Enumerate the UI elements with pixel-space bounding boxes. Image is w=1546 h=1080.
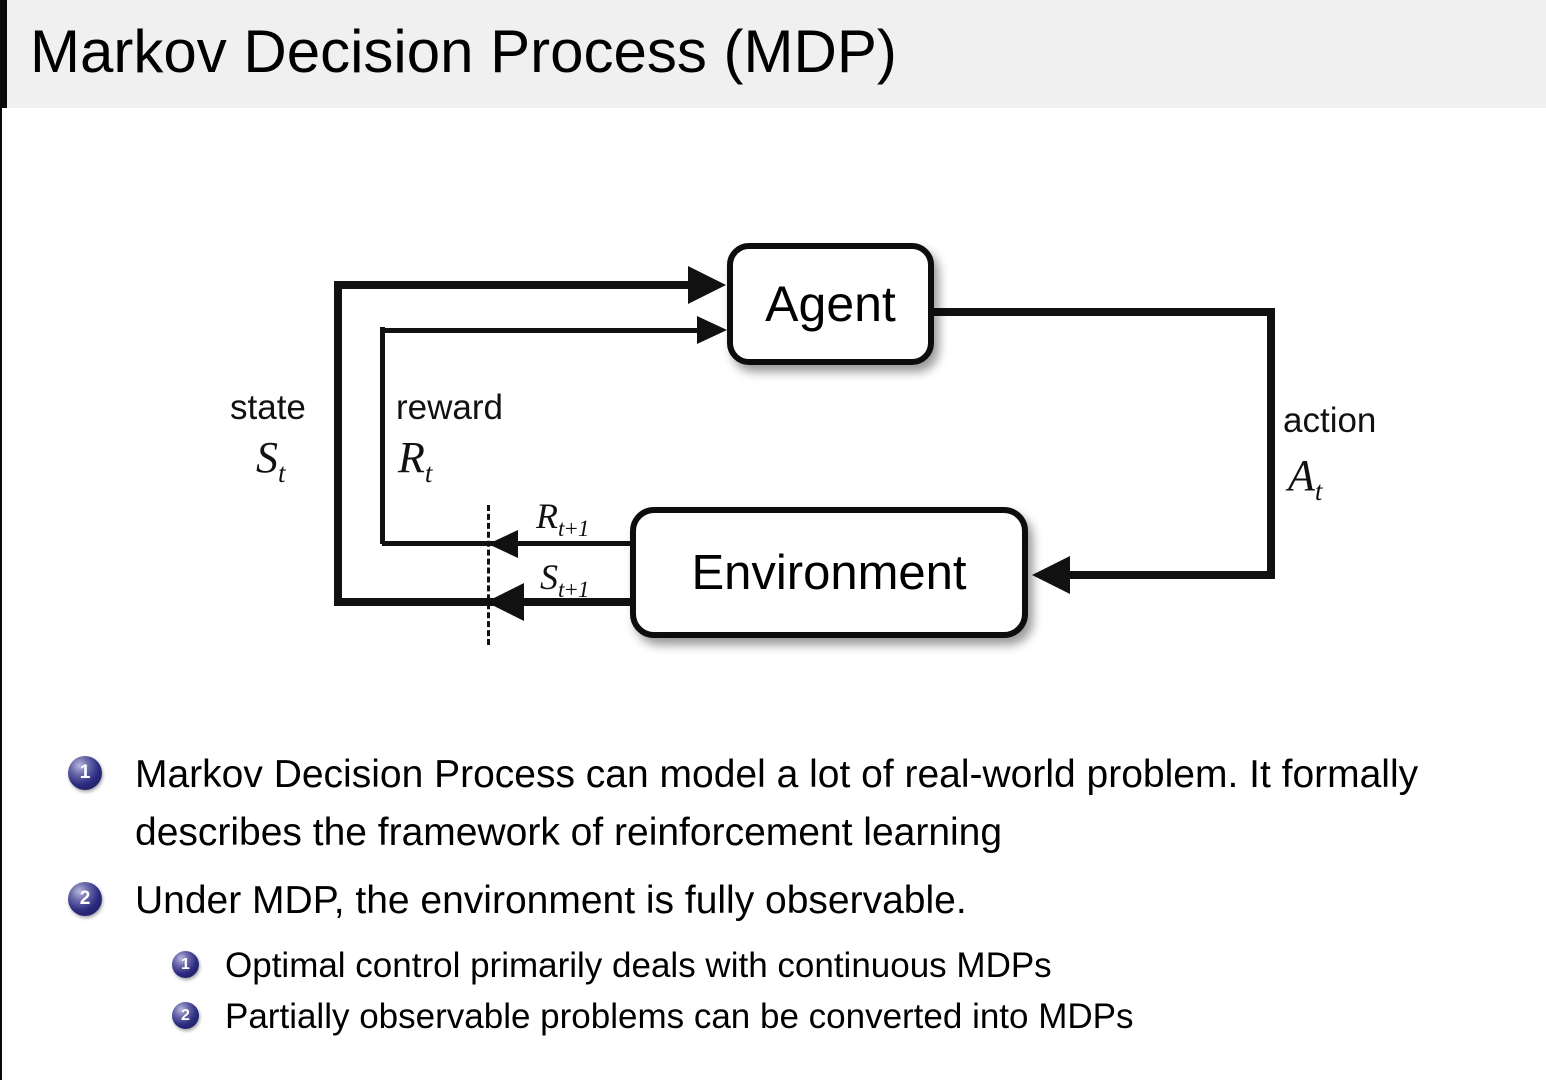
sub-bullet-text: Partially observable problems can be con… (225, 997, 1134, 1036)
state-word-label: state (230, 388, 306, 427)
state-line-top (334, 281, 690, 289)
header-left-edge-bar (0, 0, 7, 108)
reward-word-label: reward (396, 388, 503, 427)
bullet-text: Under MDP, the environment is fully obse… (135, 879, 967, 922)
sub-list-item: 2 Partially observable problems can be c… (172, 992, 1512, 1042)
next-reward-arrowhead (488, 530, 518, 558)
reward-line-vertical (380, 327, 385, 544)
enumerate-ball-1: 1 (68, 756, 102, 790)
sub-bullet-text: Optimal control primarily deals with con… (225, 946, 1052, 985)
reward-line-top (380, 328, 698, 333)
state-symbol-label: St (256, 433, 285, 488)
sub-enumerate-ball-2: 2 (172, 1002, 199, 1029)
sub-enumerate-ball-1: 1 (172, 951, 199, 978)
environment-box: Environment (630, 507, 1028, 638)
list-item: 1 Markov Decision Process can model a lo… (68, 746, 1530, 862)
timestep-dashed-line (487, 505, 490, 645)
state-to-agent-arrowhead (688, 266, 726, 304)
enumerate-ball-2: 2 (68, 882, 102, 916)
sub-list-item: 1 Optimal control primarily deals with c… (172, 941, 1512, 991)
action-line-top (928, 308, 1275, 316)
action-line-vertical (1267, 308, 1275, 579)
next-reward-symbol-label: Rt+1 (536, 496, 589, 541)
agent-label: Agent (765, 276, 896, 332)
next-state-arrowhead (486, 583, 524, 621)
state-line-vertical (334, 281, 342, 606)
slide-header: Markov Decision Process (MDP) (0, 0, 1546, 108)
state-line-bottom (334, 598, 630, 606)
agent-box: Agent (727, 243, 934, 365)
mdp-diagram: Agent Environment state St reward Rt Rt+… (0, 110, 1546, 710)
list-item: 2 Under MDP, the environment is fully ob… (68, 872, 1530, 930)
action-line-bottom (1066, 571, 1275, 579)
environment-label: Environment (691, 545, 967, 600)
next-state-symbol-label: St+1 (540, 557, 589, 602)
slide-left-border (0, 0, 2, 1080)
action-to-environment-arrowhead (1032, 556, 1070, 594)
action-symbol-label: At (1288, 451, 1322, 506)
page-title: Markov Decision Process (MDP) (30, 18, 897, 85)
reward-to-agent-arrowhead (697, 316, 727, 344)
action-word-label: action (1283, 401, 1377, 440)
bullet-text: Markov Decision Process can model a lot … (135, 753, 1419, 854)
reward-symbol-label: Rt (398, 433, 432, 488)
